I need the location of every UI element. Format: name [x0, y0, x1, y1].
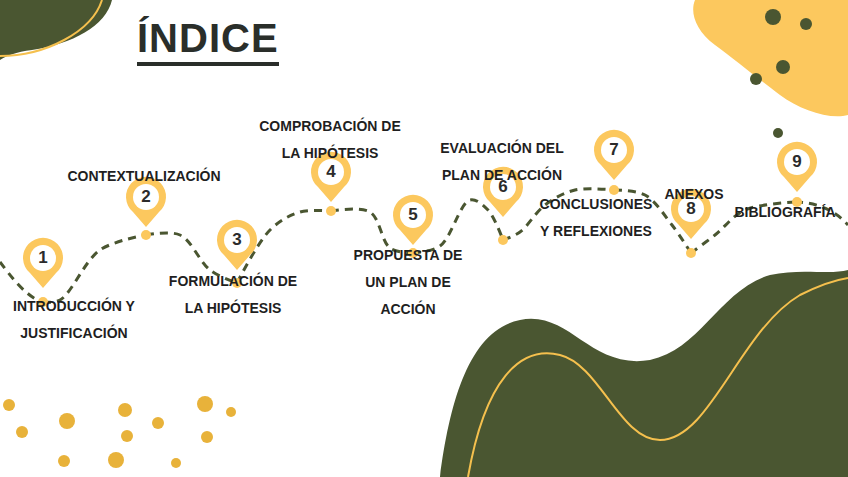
green-blob	[0, 0, 112, 60]
step-number: 1	[21, 236, 65, 280]
pin-dot	[326, 206, 336, 216]
step-number: 5	[391, 193, 435, 237]
map-pin: 1INTRODUCCIÓN Y JUSTIFICACIÓN	[21, 236, 65, 302]
step-label: CONTEXTUALIZACIÓN	[67, 163, 220, 190]
step-label: ANEXOS	[664, 181, 723, 208]
map-pin: 7CONCLUSIONES Y REFLEXIONES	[592, 128, 636, 190]
map-pin: 8ANEXOS	[669, 187, 713, 253]
step-label: BIBLIOGRAFÍA	[734, 199, 835, 226]
step-label: INTRODUCCIÓN Y JUSTIFICACIÓN	[4, 293, 144, 347]
pin-dot	[498, 235, 508, 245]
step-number: 7	[592, 128, 636, 172]
pin-dot	[686, 248, 696, 258]
map-pin: 5PROPUESTA DE UN PLAN DE ACCIÓN	[391, 193, 435, 253]
step-label: CONCLUSIONES Y REFLEXIONES	[535, 191, 657, 245]
pin-dot	[141, 230, 151, 240]
green-wave	[440, 270, 848, 477]
map-pin: 9BIBLIOGRAFÍA	[775, 140, 819, 202]
map-pin: 2CONTEXTUALIZACIÓN	[124, 175, 168, 235]
yellow-curve	[0, 0, 102, 56]
pin-dot	[609, 185, 619, 195]
yellow-dots	[3, 396, 236, 468]
yellow-curve	[468, 278, 848, 477]
step-number: 9	[775, 140, 819, 184]
step-label: FORMULACIÓN DE LA HIPÓTESIS	[163, 268, 303, 322]
step-label: PROPUESTA DE UN PLAN DE ACCIÓN	[347, 242, 469, 323]
step-label: EVALUACIÓN DEL PLAN DE ACCIÓN	[436, 135, 568, 189]
map-pin: 3FORMULACIÓN DE LA HIPÓTESIS	[215, 218, 259, 283]
green-dots	[750, 9, 812, 138]
step-label: COMPROBACIÓN DE LA HIPÓTESIS	[258, 113, 403, 167]
pin-shape	[21, 236, 65, 302]
yellow-blob	[693, 0, 848, 116]
map-pin: 6EVALUACIÓN DEL PLAN DE ACCIÓN	[481, 165, 525, 240]
map-pin: 4COMPROBACIÓN DE LA HIPÓTESIS	[309, 150, 353, 211]
step-number: 3	[215, 218, 259, 262]
page-title: ÍNDICE	[137, 14, 279, 66]
